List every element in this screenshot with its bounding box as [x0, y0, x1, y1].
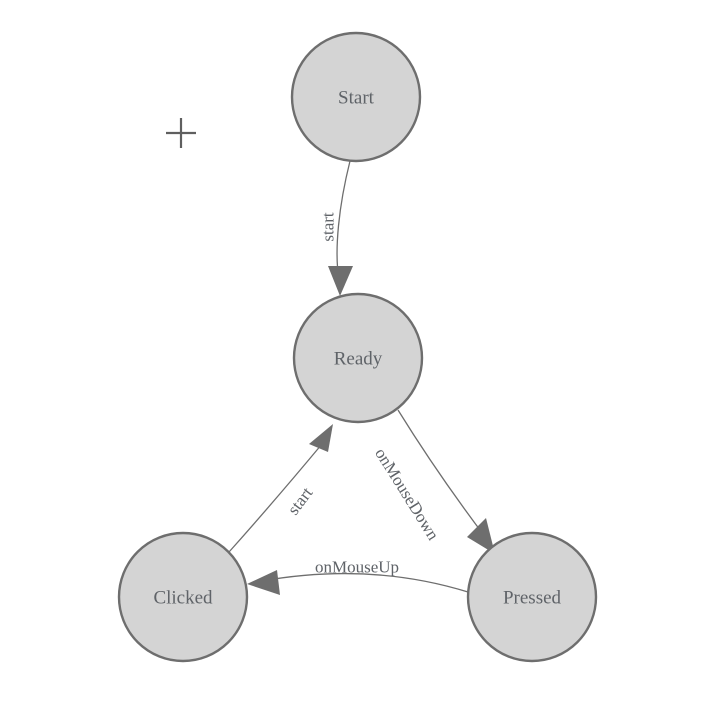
edge-ready-to-pressed-path: [397, 409, 487, 539]
node-clicked-circle[interactable]: [117, 531, 249, 663]
node-clicked[interactable]: Clicked: [117, 531, 249, 663]
edge-pressed-to-clicked-arrowhead: [247, 570, 280, 595]
node-pressed-label: Pressed: [503, 588, 562, 609]
edge-clicked-to-ready[interactable]: start: [228, 424, 333, 553]
edge-ready-to-pressed-arrowhead: [467, 518, 495, 554]
node-start-circle[interactable]: [290, 31, 422, 163]
node-pressed[interactable]: Pressed: [466, 531, 598, 663]
edge-ready-to-pressed-label: onMouseDown: [371, 445, 443, 544]
node-ready[interactable]: Ready: [292, 292, 424, 424]
edge-clicked-to-ready-arrowhead: [309, 424, 333, 452]
node-clicked-label: Clicked: [153, 588, 213, 609]
edge-pressed-to-clicked-label: onMouseUp: [315, 558, 399, 577]
crosshair-icon: [166, 118, 196, 148]
edge-ready-to-pressed[interactable]: onMouseDown: [371, 409, 495, 554]
node-ready-label: Ready: [334, 349, 383, 370]
edge-clicked-to-ready-path: [228, 443, 323, 553]
edge-pressed-to-clicked[interactable]: onMouseUp: [247, 558, 469, 596]
edge-clicked-to-ready-label: start: [284, 483, 317, 518]
node-pressed-circle[interactable]: [466, 531, 598, 663]
edge-start-to-ready-arrowhead: [328, 266, 353, 296]
edge-start-to-ready-label: start: [319, 212, 338, 242]
edge-pressed-to-clicked-path: [261, 572, 469, 593]
node-ready-circle[interactable]: [292, 292, 424, 424]
edge-start-to-ready-path: [336, 160, 351, 281]
node-start[interactable]: Start: [290, 31, 422, 163]
node-start-label: Start: [338, 88, 375, 109]
edge-start-to-ready[interactable]: start: [319, 160, 354, 296]
